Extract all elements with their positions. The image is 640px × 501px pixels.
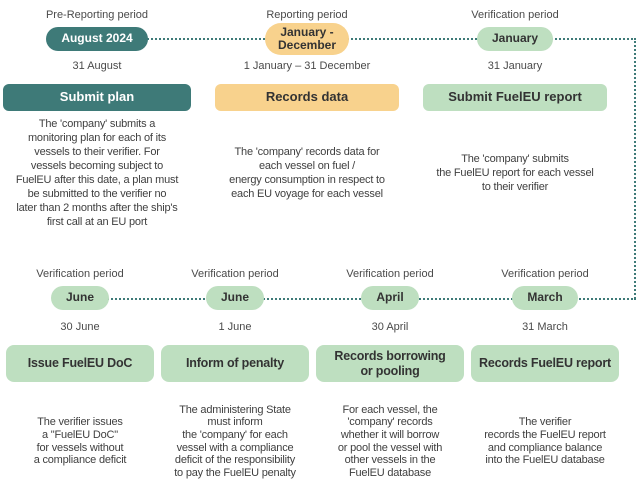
month-pill: June (205, 286, 264, 310)
date-label: 31 March (522, 321, 568, 333)
top-row: Pre-Reporting period August 2024 31 Augu… (0, 0, 640, 229)
stage-issue-fueleu-doc: Verification period June 30 June Issue F… (6, 267, 154, 489)
action-banner: Submit FuelEU report (423, 84, 607, 111)
stage-description: The administering State must inform the … (174, 403, 296, 479)
month-pill: April (361, 286, 419, 310)
period-label: Verification period (191, 267, 279, 280)
month-pill: January - December (264, 22, 350, 56)
stage-description: The 'company' records data for each vess… (229, 146, 385, 200)
month-pill: March (512, 286, 578, 310)
stage-description: For each vessel, the 'company' records w… (337, 403, 443, 479)
action-banner: Inform of penalty (161, 345, 309, 382)
action-banner: Records data (215, 84, 399, 111)
month-pill: August 2024 (46, 27, 148, 51)
action-banner: Submit plan (3, 84, 191, 111)
stage-submit-plan: Pre-Reporting period August 2024 31 Augu… (3, 0, 191, 229)
bottom-row: Verification period June 30 June Issue F… (0, 267, 640, 489)
action-banner: Issue FuelEU DoC (6, 345, 154, 382)
period-label: Reporting period (266, 8, 348, 21)
stage-description: The verifier records the FuelEU report a… (484, 416, 606, 467)
period-label: Verification period (36, 267, 124, 280)
action-banner: Records borrowing or pooling (316, 345, 464, 382)
connector-bottom-horizontal (80, 298, 636, 300)
period-label: Verification period (501, 267, 589, 280)
stage-records-fueleu-report: Verification period March 31 March Recor… (471, 267, 619, 489)
month-pill: January (476, 27, 554, 51)
stage-submit-fueleu-report: Verification period January 31 January S… (423, 0, 607, 229)
stage-inform-of-penalty: Verification period June 1 June Inform o… (161, 267, 309, 489)
date-label: 30 June (60, 321, 100, 333)
period-label: Verification period (346, 267, 434, 280)
date-label: 31 August (72, 60, 122, 72)
date-label: 1 January – 31 December (243, 60, 371, 72)
connector-top-horizontal (100, 38, 636, 40)
period-label: Pre-Reporting period (45, 8, 149, 21)
stage-records-data: Reporting period January - December 1 Ja… (215, 0, 399, 229)
period-label: Verification period (471, 8, 559, 21)
date-label: 1 June (218, 321, 252, 333)
stage-description: The verifier issues a "FuelEU DoC" for v… (33, 416, 127, 467)
stage-description: The 'company' submits a monitoring plan … (15, 118, 179, 228)
date-label: 31 January (487, 60, 543, 72)
month-pill: June (50, 286, 109, 310)
stage-description: The 'company' submits the FuelEU report … (436, 153, 594, 193)
date-label: 30 April (371, 321, 409, 333)
stage-records-borrowing-pooling: Verification period April 30 April Recor… (316, 267, 464, 489)
connector-right-vertical (634, 38, 636, 299)
action-banner: Records FuelEU report (471, 345, 619, 382)
